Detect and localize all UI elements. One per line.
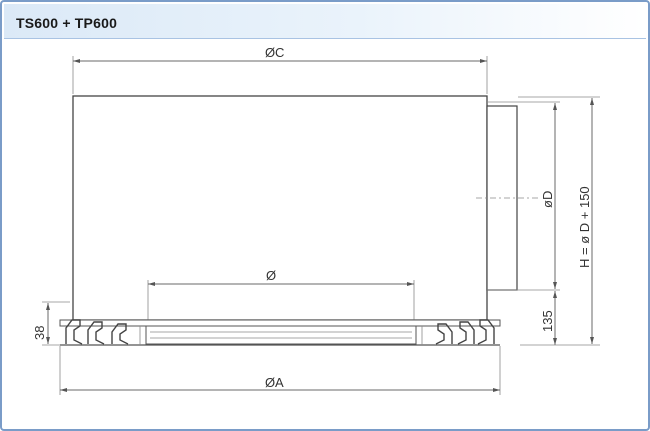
dim-d-label: øD [540,191,555,208]
dim-a-symbol: Ø [265,375,275,390]
dim-135-label: 135 [540,310,555,332]
dim-inner-symbol: Ø [266,268,276,283]
dim-c-symbol: Ø [265,45,275,60]
left-profile-clips [65,319,129,345]
right-profile-clips [435,319,495,345]
dim-a-label: A [275,375,284,390]
panel-header: TS600 + TP600 [4,4,646,39]
dim-38-label: 38 [32,326,47,340]
dimension-a: Ø A [59,346,501,395]
dimension-135: 135 [520,291,600,346]
dimension-c: Ø C [72,45,488,94]
dimension-h: H = ø D + 150 [518,96,600,344]
dim-c-label: C [275,45,284,60]
dimension-38: 38 [32,301,70,346]
dimension-d: øD [540,103,557,289]
panel-title: TS600 + TP600 [16,15,118,31]
dim-h-label: H = ø D + 150 [577,186,592,268]
spigot-collar [476,101,560,291]
housing-box [72,95,488,321]
dimension-inner: Ø [147,268,415,320]
grille-plate [59,319,501,346]
